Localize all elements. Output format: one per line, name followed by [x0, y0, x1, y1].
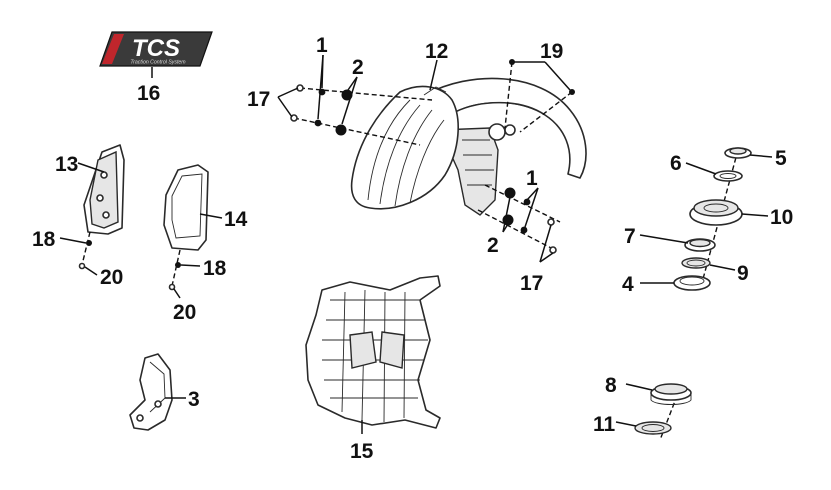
callout-15: 15 [350, 440, 374, 463]
side-cover-left [83, 144, 125, 235]
leader-7 [639, 234, 689, 244]
leader-8 [625, 383, 653, 391]
lower-bearing-set [634, 383, 692, 441]
leader-5 [749, 154, 773, 158]
leader-20-right [173, 288, 181, 299]
callout-10: 10 [770, 206, 793, 229]
callout-2-bottom: 2 [487, 234, 499, 257]
callout-1-top: 1 [316, 34, 328, 57]
steering-bearing-stack [673, 147, 752, 291]
lower-fairing [305, 275, 441, 429]
leader-12 [429, 59, 438, 91]
callout-7: 7 [624, 225, 636, 248]
leader-2a [347, 76, 358, 91]
leader-19b [544, 61, 571, 91]
callout-4: 4 [622, 273, 634, 296]
callout-5: 5 [775, 147, 787, 170]
fastener-group-upper [290, 84, 433, 146]
leader-10 [741, 213, 769, 217]
mount-bracket [129, 353, 173, 431]
callout-17-top: 17 [247, 88, 270, 111]
callout-9: 9 [737, 262, 749, 285]
callout-16: 16 [137, 82, 160, 105]
tcs-logo: TCS Traction Control System [99, 31, 213, 67]
leader-1c [526, 187, 539, 201]
logo-wordmark: TCS [132, 35, 180, 62]
callout-19: 19 [540, 40, 563, 63]
leader-13 [77, 162, 105, 173]
callout-11: 11 [593, 413, 616, 436]
leader-6 [685, 162, 717, 175]
leader-20-left [84, 266, 98, 276]
callout-3: 3 [188, 388, 200, 411]
leader-9 [709, 264, 736, 271]
side-cover-right [163, 164, 209, 251]
callout-20-left: 20 [100, 266, 123, 289]
leader-14 [199, 213, 223, 219]
leader-17b [277, 96, 293, 118]
callout-1-bottom: 1 [526, 167, 538, 190]
logo-tagline: Traction Control System [130, 60, 186, 66]
callout-8: 8 [605, 374, 617, 397]
screw-18-left [78, 231, 92, 270]
leader-1d [524, 187, 539, 228]
front-fender [350, 77, 587, 216]
callout-12: 12 [425, 40, 448, 63]
leader-17d [539, 252, 554, 263]
callout-13: 13 [55, 153, 78, 176]
leader-1b [317, 54, 324, 120]
callout-18-right: 18 [203, 257, 227, 280]
bolts-19 [504, 59, 575, 133]
leader-17a [277, 87, 299, 98]
leader-2b [341, 76, 358, 125]
callout-18-left: 18 [32, 228, 56, 251]
leader-2c [502, 196, 511, 233]
leader-11 [615, 421, 637, 427]
leader-18-right [180, 264, 201, 267]
callout-6: 6 [670, 152, 682, 175]
callout-17-bottom: 17 [520, 272, 543, 295]
callout-20-right: 20 [173, 301, 196, 324]
leader-17c [539, 224, 552, 263]
leader-2d [502, 223, 509, 233]
leader-18-left [59, 237, 87, 244]
callout-14: 14 [224, 208, 248, 231]
screw-18-right [168, 249, 181, 291]
callout-2-top: 2 [352, 56, 364, 79]
